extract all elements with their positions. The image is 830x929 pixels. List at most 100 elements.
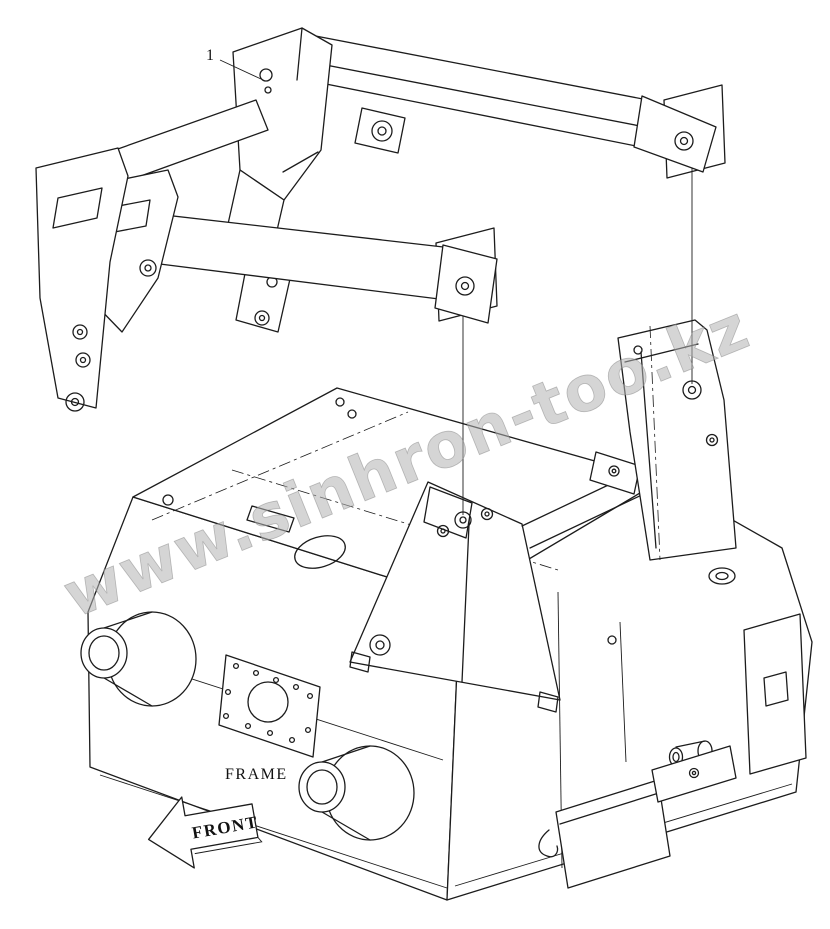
deck-hole xyxy=(335,397,345,407)
deck-hole xyxy=(347,409,357,419)
bolt-hole xyxy=(232,662,240,670)
bolt-hole xyxy=(272,676,280,684)
tower-hole xyxy=(709,437,715,443)
tower-base-flange-bore xyxy=(715,571,729,581)
tower-foot xyxy=(537,691,559,713)
bolt-hole xyxy=(306,692,314,700)
axle-hub-front xyxy=(80,611,197,707)
tower-base-flange xyxy=(708,567,736,585)
tower-front-edge xyxy=(640,351,657,549)
bolt-boss xyxy=(75,352,91,368)
deck-centerline xyxy=(151,411,409,521)
pivot-boss xyxy=(65,392,85,412)
lower-bracket-hole xyxy=(688,767,700,779)
hub-bore xyxy=(88,635,120,671)
tower-top-edge xyxy=(624,343,699,363)
bolt-boss-bore xyxy=(79,356,87,364)
bolt-hole xyxy=(222,712,230,720)
plate-boss-bore xyxy=(144,264,152,272)
deck-slot xyxy=(246,505,295,533)
arrow-outline xyxy=(147,796,259,869)
pivot-hole-bore xyxy=(460,281,470,291)
pivot-hole xyxy=(371,120,393,142)
right-mount-tower xyxy=(617,319,737,585)
far-arm-weld-line xyxy=(299,59,641,127)
upright-edge xyxy=(282,151,319,173)
callout-number: 1 xyxy=(206,47,214,64)
front-direction-arrow: FRONT xyxy=(147,796,263,869)
pivot-boss-bore xyxy=(70,397,80,407)
upright-edge xyxy=(296,27,303,81)
hub-end xyxy=(298,761,346,813)
foot-skid-edge xyxy=(559,791,663,825)
pin-bore xyxy=(672,751,680,763)
near-arm-end-bracket xyxy=(434,244,498,324)
bolt-hole xyxy=(224,688,232,696)
pivot-hole-bore xyxy=(377,126,387,136)
foot-skid xyxy=(555,779,671,889)
deck-hole xyxy=(162,494,174,506)
bracket-hole xyxy=(484,511,490,517)
bolt-hole xyxy=(292,683,300,691)
frame-label: FRAME xyxy=(225,766,288,783)
access-panel-bolt-holes xyxy=(222,662,314,744)
rear-deck-bracket-hole xyxy=(608,465,620,477)
axle-hub-rear xyxy=(298,745,415,841)
lift-arm-assembly xyxy=(35,27,717,412)
bolt-hole xyxy=(252,669,260,677)
pivot-boss xyxy=(369,634,391,656)
plate-boss xyxy=(139,259,157,277)
pin-line xyxy=(675,740,706,748)
link-hole-bore xyxy=(258,314,266,322)
bracket-hole xyxy=(440,528,446,534)
bolt-hole xyxy=(288,736,296,744)
far-arm-end-bracket xyxy=(633,95,717,173)
hub-cone-line xyxy=(103,611,153,629)
mid-pivot-bracket xyxy=(354,107,406,154)
pivot-hole xyxy=(455,276,475,296)
center-mount-tower xyxy=(349,481,561,713)
tower-body xyxy=(617,319,737,561)
deck-opening xyxy=(294,535,346,569)
hub-bore xyxy=(306,769,338,805)
hub-end xyxy=(80,627,128,679)
hub-cone-line xyxy=(321,745,371,763)
tower-top-bracket xyxy=(423,486,473,539)
pivot-hole xyxy=(674,131,694,151)
pivot-hole-bore xyxy=(679,136,689,146)
tower-foot xyxy=(349,651,371,673)
tower-edge xyxy=(461,501,471,683)
rear-plate xyxy=(743,613,807,775)
rear-plate-slot xyxy=(763,671,789,707)
bracket-hole xyxy=(480,507,494,521)
hub-cone-line xyxy=(103,677,153,707)
link-hole xyxy=(254,310,270,326)
mount-boss-bore xyxy=(459,516,467,524)
side-plate-slot xyxy=(52,187,103,229)
right-face-hole xyxy=(607,635,617,645)
hub-cone-line xyxy=(321,811,371,841)
bolt-hole xyxy=(244,722,252,730)
tower-hole xyxy=(705,433,719,447)
bolt-boss xyxy=(72,324,88,340)
frame-bottom-edge-line xyxy=(99,774,448,889)
arrow-3d-edge xyxy=(194,837,263,855)
tie-down-hook xyxy=(538,829,559,858)
bracket-hole xyxy=(436,524,450,538)
right-face-rib xyxy=(619,621,627,763)
bolt-boss-bore xyxy=(76,328,84,336)
access-panel xyxy=(218,654,321,758)
bolt-hole xyxy=(304,726,312,734)
lower-bracket-hole xyxy=(691,770,697,776)
callout-leader-line xyxy=(219,59,262,80)
grease-hole xyxy=(259,68,273,82)
grease-hole xyxy=(264,86,272,94)
tower-hole xyxy=(633,345,643,355)
pivot-boss-bore xyxy=(375,640,385,650)
bolt-hole xyxy=(266,729,274,737)
tower-centerline xyxy=(649,325,661,561)
access-panel-hole xyxy=(247,681,289,723)
rear-deck-bracket-hole xyxy=(611,468,617,474)
